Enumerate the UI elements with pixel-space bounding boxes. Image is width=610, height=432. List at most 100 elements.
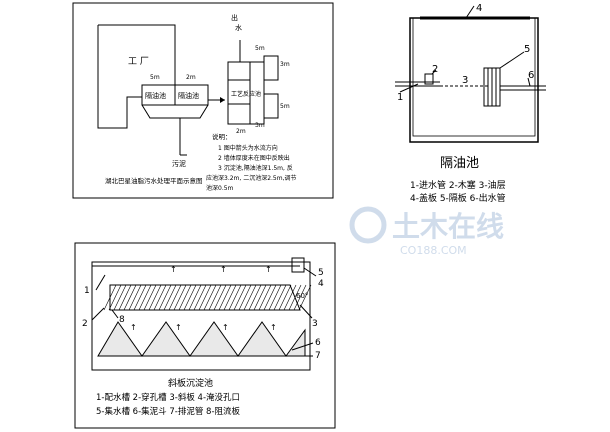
separator-title: 隔油池 xyxy=(440,156,479,171)
inclined-plate xyxy=(213,284,227,311)
dim-right-top: 3m xyxy=(280,61,290,68)
inclined-plate xyxy=(258,284,272,311)
inclined-plate xyxy=(183,284,197,311)
inclined-plate xyxy=(228,284,242,311)
inclined-plate xyxy=(118,284,132,311)
inclined-plate xyxy=(138,284,152,311)
inclined-plate xyxy=(148,284,162,311)
inclined-plate xyxy=(123,284,137,311)
inclined-plate xyxy=(293,284,307,311)
note-4: 应池深3.2m, 二沉池深2.5m,调节 xyxy=(206,174,297,182)
flow-arrow-3: ↑ xyxy=(265,265,272,274)
inclined-plate xyxy=(188,284,202,311)
leader-s6 xyxy=(291,342,314,351)
process-block-c xyxy=(263,55,279,81)
tank-right xyxy=(174,84,209,106)
inclined-plate xyxy=(103,284,117,311)
leader-s5 xyxy=(303,267,317,277)
dim-bottom-2: 3m xyxy=(255,122,265,129)
leader-1 xyxy=(399,83,419,93)
settling-legend-1: 1-配水槽 2-穿孔槽 3-斜板 4-淹没孔口 xyxy=(96,392,240,403)
label-1: 1 xyxy=(397,92,403,103)
mixing-tank-label: 隔油池 xyxy=(145,91,166,100)
flow-arrow-7: ↑ xyxy=(270,323,277,332)
leader-2 xyxy=(431,69,437,75)
flow-arrow xyxy=(220,97,225,103)
inclined-plate xyxy=(193,284,207,311)
inclined-plate xyxy=(233,284,247,311)
plan-view: 工 厂 隔油池 隔油池 5m 2m 污泥 出水 工艺反应池 3m 5m 2m 3… xyxy=(72,2,334,199)
inclined-plate xyxy=(153,284,167,311)
watermark: 土木在线 CO188.COM xyxy=(349,206,504,257)
process-block-b xyxy=(249,61,265,125)
process-label: 工艺反应池 xyxy=(231,90,261,98)
inclined-plate xyxy=(273,284,287,311)
dim-top-left: 5m xyxy=(150,74,160,81)
collection-trough xyxy=(291,257,305,273)
sludge-hoppers xyxy=(97,321,306,357)
separator-tank xyxy=(409,17,539,143)
note-2: 2 墙体厚度未在图中反映出 xyxy=(218,154,290,162)
separator-inner xyxy=(412,17,536,137)
inclined-plate xyxy=(163,284,177,311)
factory-label: 工 厂 xyxy=(128,56,149,67)
angle-label: 60° xyxy=(296,292,308,300)
label-s5: 5 xyxy=(318,268,324,278)
label-6: 6 xyxy=(528,70,534,81)
inclined-plate xyxy=(288,284,302,311)
settling-legend-2: 5-集水槽 6-集泥斗 7-排泥管 8-阻流板 xyxy=(96,406,241,417)
oil-separator: 4 1 2 3 5 6 隔油池 1-进水管 2-木塞 3-油层 4-盖板 5-隔… xyxy=(395,3,546,204)
inclined-plate xyxy=(223,284,237,311)
settling-tank: ↑ ↑ ↑ ↑ ↑ ↑ ↑ 60° 1 2 3 4 5 6 7 8 斜板沉淀池 … xyxy=(74,242,336,429)
note-5: 池深0.5m xyxy=(206,184,234,192)
inclined-plate xyxy=(168,284,182,311)
label-s1: 1 xyxy=(84,286,90,296)
inclined-plate xyxy=(133,284,147,311)
inclined-plate xyxy=(108,284,122,311)
sludge-label: 污泥 xyxy=(172,160,186,168)
label-s3: 3 xyxy=(312,319,318,329)
note-1: 1 图中箭头为水流方向 xyxy=(218,144,278,152)
note-3: 3 沉淀池,隔油池深1.5m, 反 xyxy=(218,164,293,172)
inclined-plate xyxy=(203,284,217,311)
label-5: 5 xyxy=(524,44,530,55)
factory-outline xyxy=(97,24,176,129)
dim-right-bottom: 5m xyxy=(280,103,290,110)
label-s7: 7 xyxy=(315,351,321,361)
label-4: 4 xyxy=(476,3,482,14)
inclined-plate xyxy=(143,284,157,311)
outlet-label: 出水 xyxy=(231,13,242,32)
inclined-plate xyxy=(198,284,212,311)
inclined-plate xyxy=(238,284,252,311)
inclined-plate xyxy=(173,284,187,311)
inclined-plate xyxy=(278,284,292,311)
inclined-plate xyxy=(218,284,232,311)
dim-top-proc: 5m xyxy=(255,45,265,52)
inclined-plate xyxy=(178,284,192,311)
separator-legend-1: 1-进水管 2-木塞 3-油层 xyxy=(410,179,506,191)
label-s8: 8 xyxy=(119,315,125,325)
flow-arrow-1: ↑ xyxy=(170,265,177,274)
plan-frame xyxy=(72,2,334,199)
watermark-sub: CO188.COM xyxy=(400,244,467,257)
inclined-plate xyxy=(248,284,262,311)
tank-bottom xyxy=(141,104,209,119)
inclined-plate xyxy=(208,284,222,311)
leader-4 xyxy=(465,5,475,19)
flow-arrow-4: ↑ xyxy=(130,323,137,332)
leader-s1 xyxy=(95,274,106,291)
flow-arrow-2: ↑ xyxy=(220,265,227,274)
wood-plug xyxy=(424,73,434,85)
label-s2: 2 xyxy=(82,319,88,329)
settling-frame xyxy=(74,242,336,429)
inclined-plate xyxy=(283,284,297,311)
inclined-plate xyxy=(128,284,142,311)
inclined-plate xyxy=(253,284,267,311)
flow-arrow-6: ↑ xyxy=(222,323,229,332)
notes-title: 说明： xyxy=(212,132,232,141)
label-3: 3 xyxy=(462,75,468,86)
label-s6: 6 xyxy=(315,338,321,348)
watermark-logo xyxy=(349,206,387,244)
separator-legend-2: 4-盖板 5-隔板 6-出水管 xyxy=(410,192,506,204)
inclined-plate xyxy=(113,284,127,311)
